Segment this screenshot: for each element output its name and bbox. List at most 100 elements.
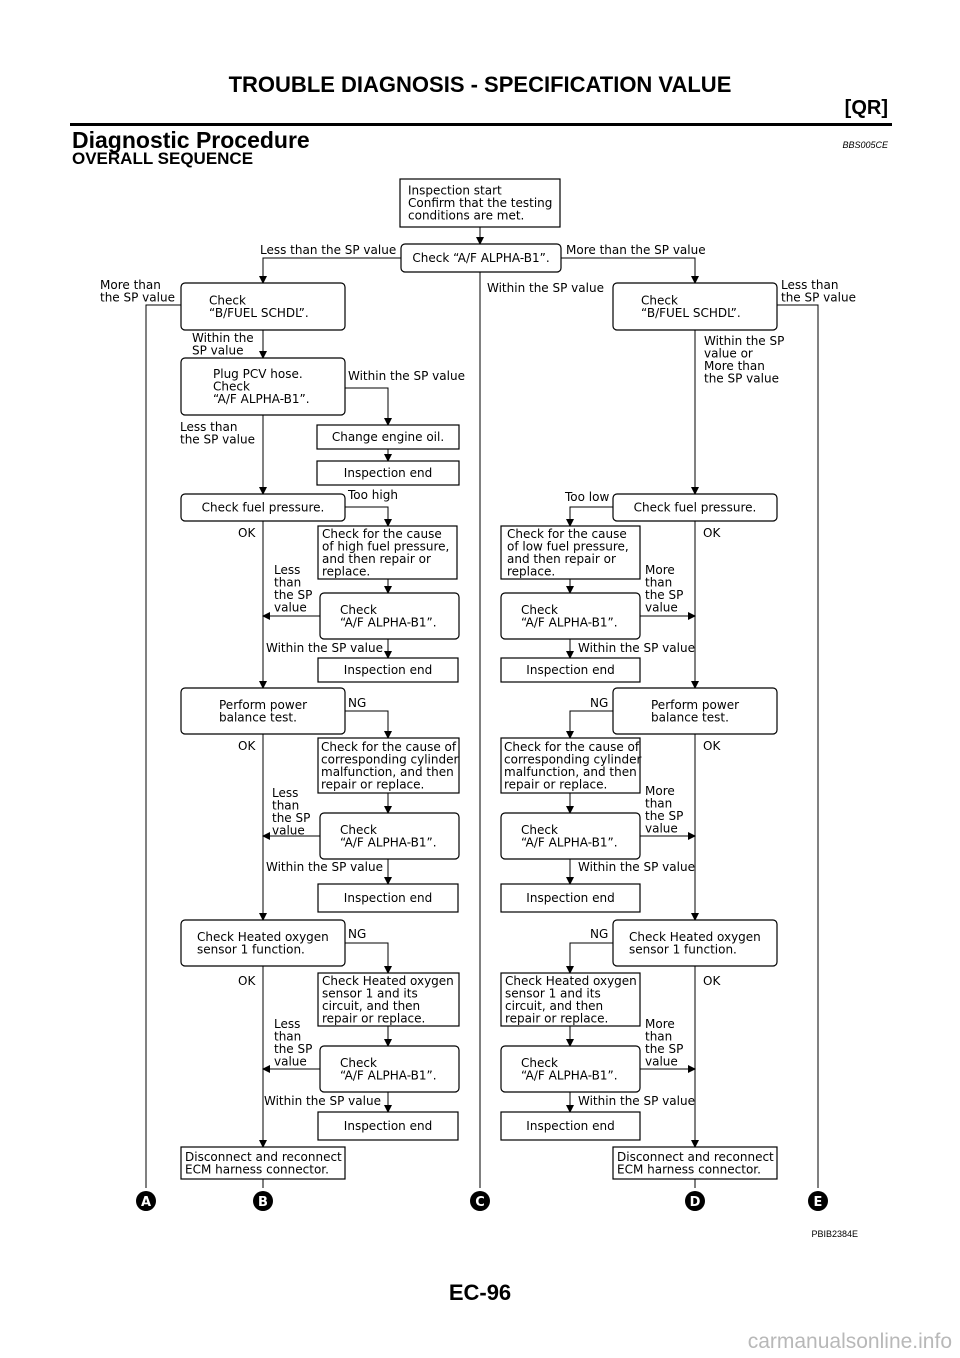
flow-label-text: Within the SP value [578,641,695,655]
connector-e: E [808,1191,828,1211]
box-text: Inspection end [344,1119,432,1133]
label-l-within3: Within the SP value [264,1094,381,1108]
box-l-af3: Check“A/F ALPHA-B1”. [319,1045,460,1093]
page-number: EC-96 [448,1280,512,1305]
label-r-ok1: OK [703,526,721,540]
box-text: Check“A/F ALPHA-B1”. [340,823,437,850]
label-r-within2: Within the SP value [578,860,695,874]
box-l-end2: Inspection end [317,657,459,683]
box-text: Check “A/F ALPHA-B1”. [412,251,549,265]
flow-label-text: Less than the SP value [260,243,396,257]
flow-label-text: OK [238,739,256,753]
box-l-end3: Inspection end [317,883,459,913]
flow-label-text: Within the SP value [578,860,695,874]
box-l-end4: Inspection end [317,1111,459,1141]
flow-label-text: Within the SP value [266,641,383,655]
flow-label-text: NG [348,927,366,941]
label-less-sp-top: Less than the SP value [260,243,396,257]
label-l-within2: Within the SP value [266,860,383,874]
flow-label-text: Within the SP value [348,369,465,383]
label-r-ok3: OK [703,974,721,988]
label-within-center: Within the SP value [487,281,604,295]
box-r-af1: Check“A/F ALPHA-B1”. [500,592,641,640]
flow-label-text: Too high [347,488,398,502]
box-text: Check fuel pressure. [634,501,757,515]
flow-label-text: OK [703,974,721,988]
flow-line [566,942,613,974]
label-l-too-high: Too high [347,488,398,502]
flow-line [777,304,819,1188]
engine-code-tag: [QR] [844,97,888,119]
flow-line [345,387,392,426]
label-r-within3: Within the SP value [578,1094,695,1108]
box-r-af3: Check“A/F ALPHA-B1”. [500,1045,641,1093]
page-header-title: TROUBLE DIAGNOSIS - SPECIFICATION VALUE [228,72,732,97]
figure-id: PBIB2384E [811,1229,858,1239]
flow-line [566,506,613,527]
flow-label-text: Within the SP value [264,1094,381,1108]
box-text: Inspection end [344,466,432,480]
box-r-end3: Inspection end [500,883,641,913]
section-title: Diagnostic Procedure [72,127,310,153]
label-more-sp-top: More than the SP value [566,243,706,257]
box-l-fuelp: Check fuel pressure. [180,493,346,522]
label-l-ng2: NG [348,696,366,710]
box-l-af1: Check“A/F ALPHA-B1”. [319,592,460,640]
flow-line [345,710,392,739]
box-r-fuelp: Check fuel pressure. [612,493,778,522]
box-text: Inspection end [344,663,432,677]
box-text: Plug PCV hose.Check“A/F ALPHA-B1”. [213,367,310,406]
header-rule [70,123,892,126]
label-l-ng3: NG [348,927,366,941]
box-text: Check“A/F ALPHA-B1”. [521,603,618,630]
box-text: Inspection end [526,1119,614,1133]
flow-label-text: NG [590,696,608,710]
box-text: Check“A/F ALPHA-B1”. [340,603,437,630]
flow-line [259,257,401,284]
box-text: Inspection end [344,891,432,905]
section-code: BBS005CE [842,140,888,150]
flow-line [561,257,699,284]
box-text: Check“A/F ALPHA-B1”. [521,1056,618,1083]
connector-c: C [470,1191,490,1211]
label-l-ok2: OK [238,739,256,753]
label-l-pcv-within: Within the SP value [348,369,465,383]
flow-label-text: Too low [564,490,609,504]
flow-label-text: Within the SP value [578,1094,695,1108]
connector-letter: B [258,1195,268,1210]
box-text: Check fuel pressure. [202,501,325,515]
watermark: carmanualsonline.info [747,1330,952,1353]
label-l-ok3: OK [238,974,256,988]
box-text: Change engine oil. [332,430,444,444]
flow-label-text: Within the SP value [266,860,383,874]
flow-line [145,304,181,1188]
connector-letter: C [475,1195,485,1210]
flow-label-text: More than the SP value [566,243,706,257]
